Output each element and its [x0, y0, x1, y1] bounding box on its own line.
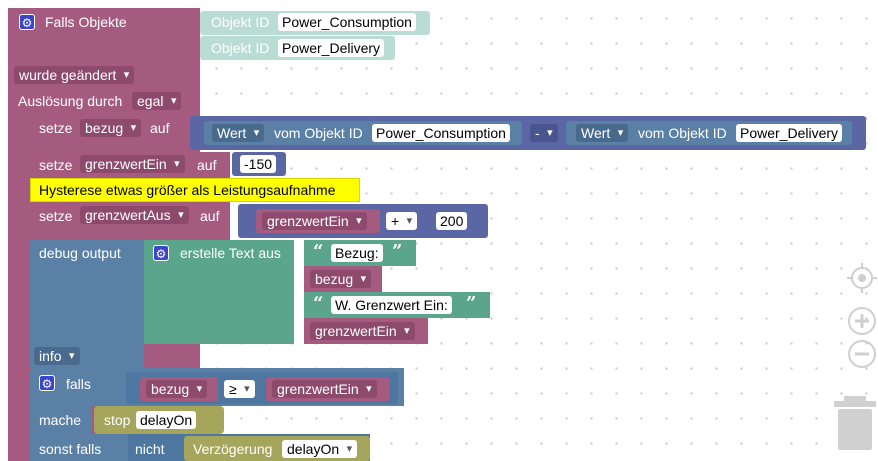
- zoom-out-icon[interactable]: [846, 338, 878, 370]
- value-right-object[interactable]: Power_Delivery: [736, 124, 843, 142]
- quote-open-icon: “: [313, 241, 324, 262]
- center-target-icon[interactable]: [846, 262, 878, 294]
- number-value-200[interactable]: 200: [436, 212, 468, 230]
- if-else-row: [30, 434, 128, 461]
- stop-timer-value[interactable]: delayOn: [136, 411, 197, 429]
- object-id-label-1: Objekt ID: [211, 14, 270, 30]
- changed-dropdown[interactable]: wurde geändert: [14, 66, 135, 84]
- comment-block[interactable]: [30, 178, 360, 202]
- gear-icon[interactable]: ⚙: [19, 14, 35, 30]
- compare-op-dropdown[interactable]: ≥: [224, 380, 255, 398]
- set-grenzwertein-auf: auf: [197, 157, 217, 173]
- set-grenzwertaus-var-dropdown[interactable]: grenzwertAus: [80, 206, 189, 224]
- comment-text: Hysterese etwas größer als Leistungsaufn…: [39, 182, 336, 198]
- event-block-left-rail: [8, 113, 30, 461]
- set-bezug-setze: setze: [39, 120, 73, 136]
- quote-close-icon: ”: [466, 293, 477, 314]
- quote-close-icon: ”: [392, 241, 403, 262]
- value-left-dropdown[interactable]: Wert: [212, 124, 265, 142]
- set-grenzwertein-setze: setze: [39, 157, 73, 173]
- zoom-in-icon[interactable]: [846, 305, 878, 337]
- text-join-label: erstelle Text aus: [180, 245, 281, 261]
- var-grenzwertein-part-dropdown[interactable]: grenzwertEin: [310, 322, 415, 340]
- gear-icon[interactable]: ⚙: [153, 245, 169, 261]
- set-grenzwertein-var-dropdown[interactable]: grenzwertEin: [80, 155, 185, 173]
- value-left-label: vom Objekt ID: [274, 125, 363, 141]
- trigger-label: Auslösung durch: [18, 93, 123, 109]
- value-right-label: vom Objekt ID: [638, 125, 727, 141]
- text-join-block[interactable]: [144, 240, 294, 344]
- set-grenzwertaus-setze: setze: [39, 208, 73, 224]
- delay-dropdown[interactable]: delayOn: [282, 440, 358, 458]
- trash-icon[interactable]: [832, 394, 878, 452]
- object-id-value-1[interactable]: Power_Consumption: [278, 13, 416, 31]
- set-bezug-var-dropdown[interactable]: bezug: [80, 119, 142, 137]
- var-bezug-dropdown[interactable]: bezug: [310, 270, 372, 288]
- object-id-value-2[interactable]: Power_Delivery: [278, 39, 385, 57]
- set-grenzwertaus-auf: auf: [200, 208, 220, 224]
- var-grenzwertein-dropdown[interactable]: grenzwertEin: [262, 212, 367, 230]
- not-label: nicht: [135, 441, 165, 457]
- value-left-object[interactable]: Power_Consumption: [372, 124, 510, 142]
- trigger-dropdown[interactable]: egal: [132, 92, 182, 110]
- compare-right-dropdown[interactable]: grenzwertEin: [272, 380, 377, 398]
- if-sonst-falls-label: sonst falls: [39, 441, 102, 457]
- set-bezug-auf: auf: [150, 120, 170, 136]
- delay-label: Verzögerung: [193, 441, 273, 457]
- object-id-label-2: Objekt ID: [211, 40, 270, 56]
- text-part-grenzwert-value[interactable]: W. Grenzwert Ein:: [331, 296, 452, 314]
- text-part-bezug-value[interactable]: Bezug:: [331, 244, 383, 262]
- quote-open-icon: “: [313, 293, 324, 314]
- stop-timer-label: stop: [104, 412, 131, 428]
- if-falls-label: falls: [66, 376, 91, 392]
- debug-level-dropdown[interactable]: info: [34, 347, 80, 365]
- event-title: Falls Objekte: [45, 14, 127, 30]
- value-right-dropdown[interactable]: Wert: [576, 124, 629, 142]
- debug-output-label: debug output: [39, 245, 121, 261]
- if-mache-label: mache: [39, 412, 82, 428]
- number-value-150[interactable]: -150: [240, 155, 277, 173]
- math-plus-op-dropdown[interactable]: +: [386, 212, 418, 230]
- gear-icon[interactable]: ⚙: [39, 375, 55, 391]
- math-op-dropdown[interactable]: -: [530, 124, 558, 142]
- compare-left-dropdown[interactable]: bezug: [146, 380, 208, 398]
